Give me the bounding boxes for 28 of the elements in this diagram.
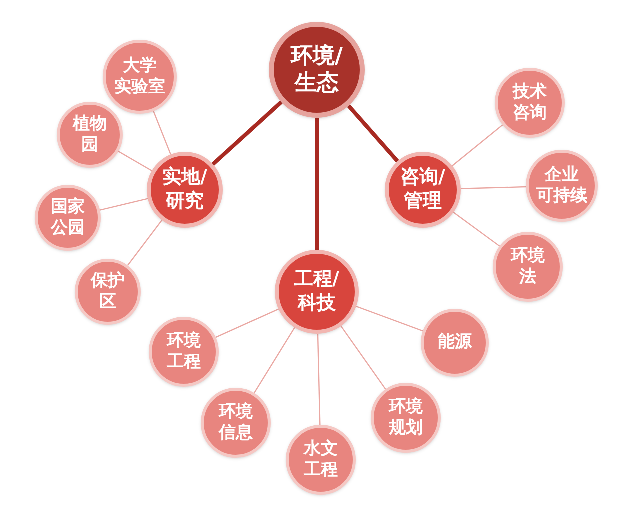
node-label: 环境信息: [219, 402, 253, 444]
node-label: 环境规划: [389, 396, 423, 440]
node-label: 国家公园: [51, 196, 85, 240]
connector-line: [453, 212, 500, 247]
connector-line: [127, 220, 163, 266]
connector-line: [315, 118, 319, 250]
connector-line: [317, 334, 321, 426]
connector-line: [118, 151, 152, 172]
node-label: 工程/科技: [294, 268, 340, 316]
connector-line: [212, 100, 283, 166]
node-label: 环境工程: [167, 330, 201, 374]
node-label: 能源: [438, 332, 472, 354]
node-label: 咨询/管理: [400, 166, 446, 214]
node-label: 实地/研究: [162, 166, 208, 214]
node-label: 环境法: [511, 246, 545, 288]
node-label: 大学实验室: [114, 56, 166, 98]
connector-line: [340, 326, 386, 390]
node-label: 植物园: [73, 114, 107, 156]
node-label: 保护区: [91, 270, 125, 314]
node-label: 水文工程: [304, 438, 338, 482]
connector-line: [100, 198, 148, 211]
connector-line: [452, 124, 504, 166]
node-label: 企业可持续: [536, 164, 588, 208]
connector-line: [460, 186, 526, 190]
connector-line: [347, 104, 400, 163]
node-label: 技术咨询: [513, 82, 547, 124]
node-label: 环境/生态: [290, 42, 344, 98]
connector-line: [254, 327, 296, 394]
